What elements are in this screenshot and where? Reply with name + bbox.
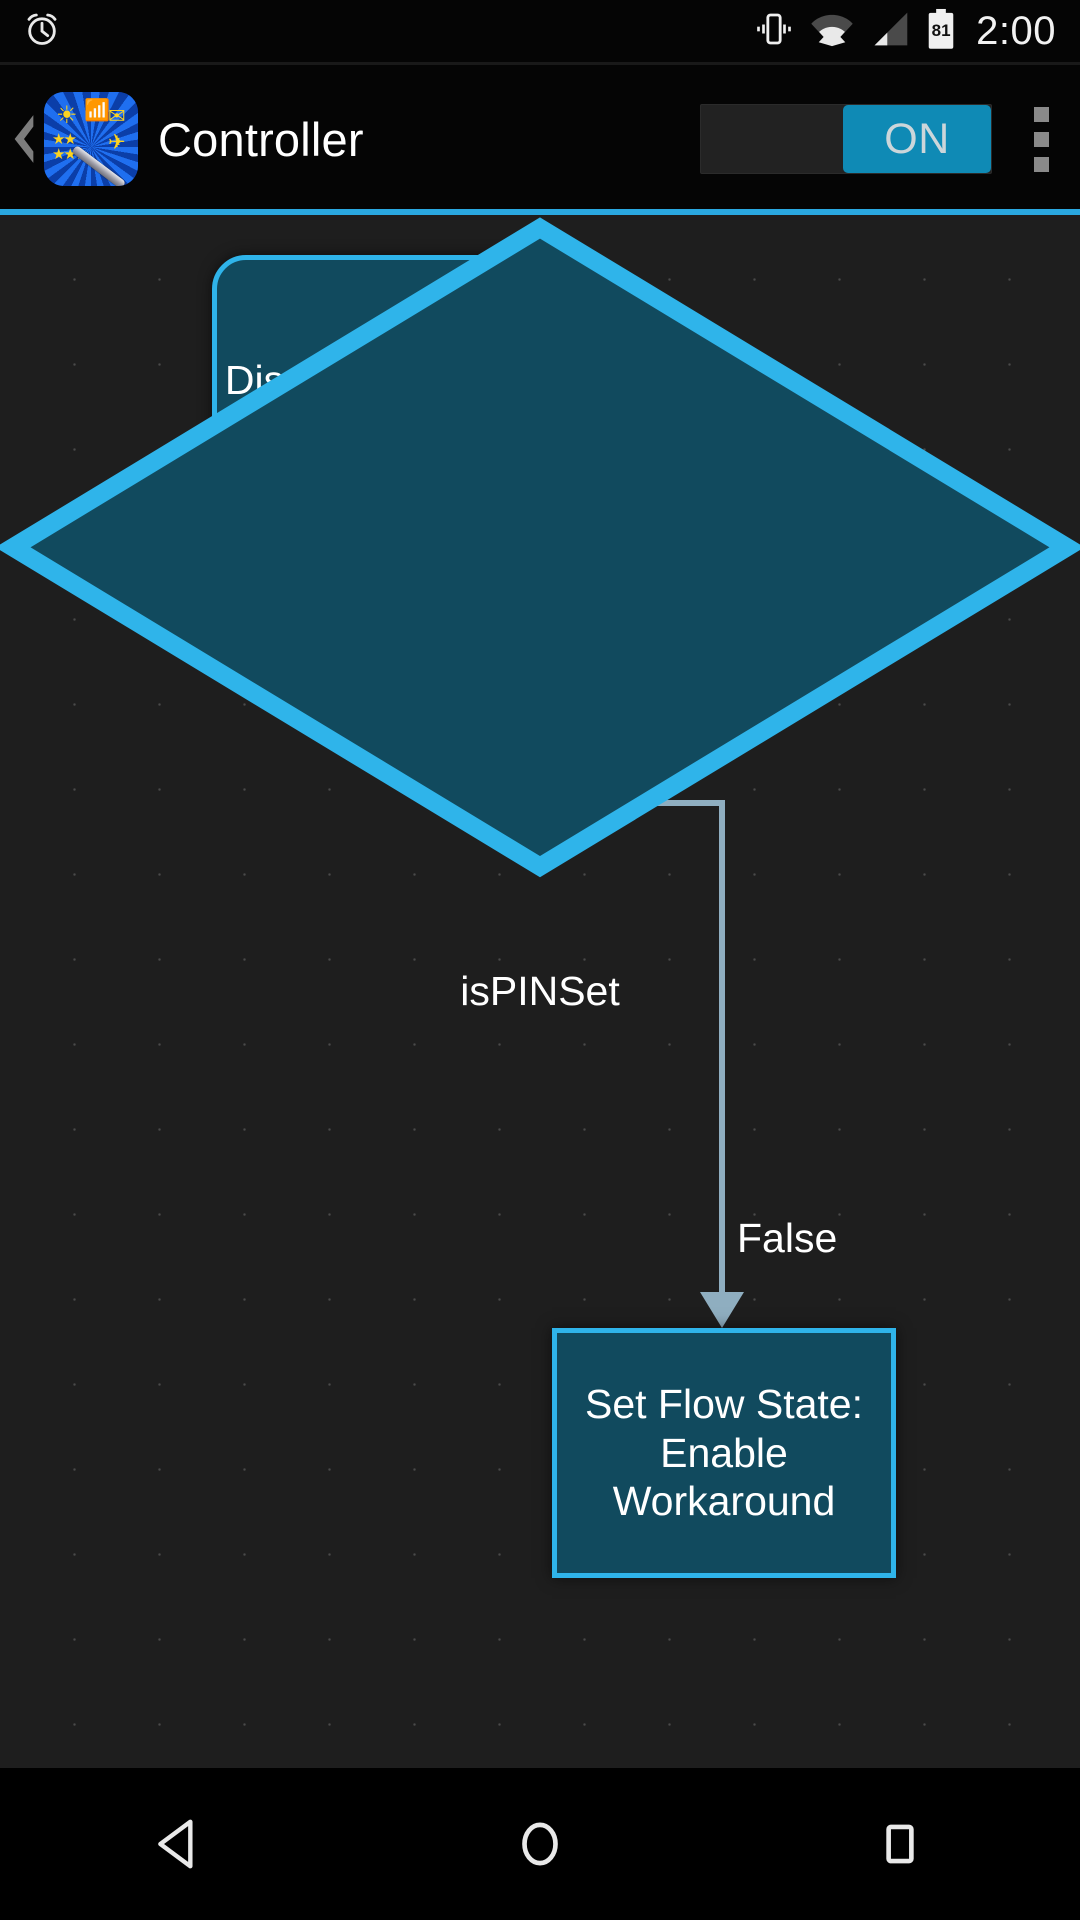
flow-node-set-flow-state[interactable]: Set Flow State: Enable Workaround [552, 1328, 896, 1578]
wifi-glyph-icon: 📶 [84, 99, 111, 122]
edge-arrowhead-setflow [700, 1292, 744, 1328]
wifi-icon [810, 9, 854, 54]
overflow-menu-icon[interactable] [1018, 65, 1064, 213]
app-launcher-icon: ☀ 📶 ✉ ✈ ★★★★★ [44, 92, 138, 186]
battery-icon: 81 [926, 8, 956, 55]
toggle-thumb-on[interactable]: ON [843, 105, 991, 173]
vibrate-icon [754, 9, 794, 54]
brightness-icon: ☀ [56, 102, 78, 129]
flow-node-label: Set Flow State: Enable Workaround [584, 1381, 863, 1525]
overflow-dot-2 [1033, 131, 1049, 147]
battery-level-text: 81 [931, 20, 951, 40]
back-nav-icon[interactable] [90, 1768, 270, 1920]
status-bar: 81 2:00 [0, 0, 1080, 62]
overflow-dot-1 [1033, 106, 1049, 122]
edge-label-false: False [737, 1215, 838, 1261]
overflow-dot-3 [1033, 156, 1049, 172]
accent-divider [0, 209, 1080, 215]
flow-canvas[interactable]: Display State: Off isPINSet Set Flow Sta… [0, 215, 1080, 1768]
cell-signal-icon [870, 9, 910, 54]
toggle-track-off [701, 105, 843, 173]
envelope-icon: ✉ [108, 105, 126, 128]
status-bar-divider [0, 62, 1080, 65]
icon-ray-burst [44, 92, 138, 186]
action-bar: ☀ 📶 ✉ ✈ ★★★★★ Controller ON [0, 65, 1080, 213]
up-navigation-button[interactable] [6, 112, 42, 166]
status-bar-clock: 2:00 [976, 9, 1056, 53]
flow-node-ispinset[interactable]: isPINSet [0, 215, 1080, 1014]
status-bar-right: 81 2:00 [754, 8, 1080, 55]
recents-nav-icon[interactable] [810, 1768, 990, 1920]
diamond-shape [0, 217, 1080, 878]
flow-node-label: isPINSet [460, 968, 620, 1014]
system-navigation-bar [0, 1768, 1080, 1920]
status-bar-left [0, 9, 62, 54]
airplane-icon: ✈ [108, 131, 126, 154]
alarm-clock-icon [22, 9, 62, 54]
home-nav-icon[interactable] [450, 1768, 630, 1920]
enable-toggle-switch[interactable]: ON [700, 104, 992, 174]
page-title: Controller [158, 112, 364, 166]
